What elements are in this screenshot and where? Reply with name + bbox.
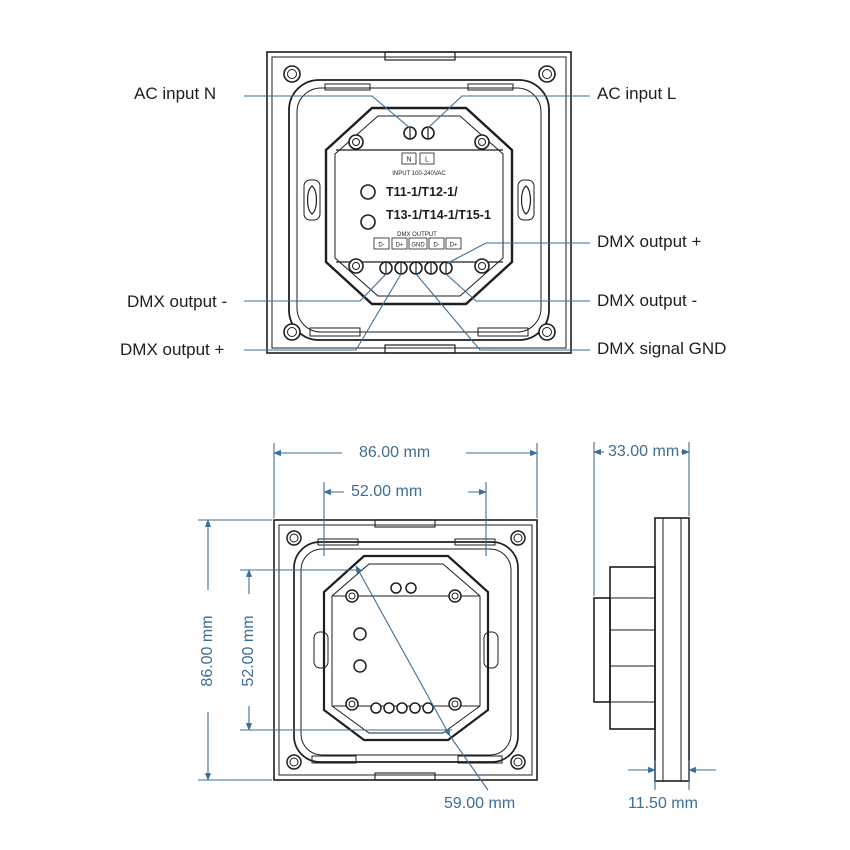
dmx-label-d-minus-1: D-	[378, 243, 384, 249]
model-label-line2: T13-1/T14-1/T15-1	[386, 208, 491, 222]
terminal-label-l: L	[425, 157, 429, 164]
terminal-slots	[385, 127, 447, 274]
dim-overall-height: 86.00 mm	[199, 615, 216, 687]
dmx-label-d-minus-2: D-	[433, 243, 439, 249]
dmx-terminal-label-boxes	[373, 237, 462, 250]
callout-dmx-output-minus-left: DMX output -	[127, 292, 228, 311]
dimensioned-front-view	[273, 519, 538, 781]
dim-depth: 33.00 mm	[608, 443, 680, 460]
callout-dmx-output-minus-right: DMX output -	[597, 291, 698, 310]
dmx-output-header: DMX OUTPUT	[397, 232, 437, 238]
dmx-label-d-plus-2: D+	[450, 243, 458, 249]
model-label-line1: T11-1/T12-1/	[386, 185, 458, 199]
callout-dmx-signal-gnd: DMX signal GND	[597, 339, 727, 358]
input-rating-text: INPUT 100-240VAC	[392, 171, 446, 177]
callout-dmx-output-plus-right: DMX output +	[597, 232, 702, 251]
callout-ac-input-n: AC input N	[134, 84, 217, 103]
dim-inner-height: 52.00 mm	[240, 615, 257, 687]
callout-ac-input-l: AC input L	[597, 84, 677, 103]
front-view-panel	[266, 51, 572, 354]
dim-overall-width: 86.00 mm	[359, 444, 431, 461]
dmx-label-gnd: GND	[411, 243, 425, 249]
input-terminal-label-boxes	[401, 152, 435, 165]
dmx-label-d-plus-1: D+	[396, 243, 404, 249]
dim-diagonal: 59.00 mm	[444, 795, 516, 812]
dimension-lines	[198, 442, 716, 791]
callout-dmx-output-plus-left: DMX output +	[120, 340, 225, 359]
dim-inner-width: 52.00 mm	[351, 483, 423, 500]
side-view	[593, 517, 690, 782]
callout-leaders	[244, 95, 590, 351]
terminal-label-n: N	[406, 157, 411, 164]
dim-plate-thickness: 11.50 mm	[628, 795, 698, 812]
